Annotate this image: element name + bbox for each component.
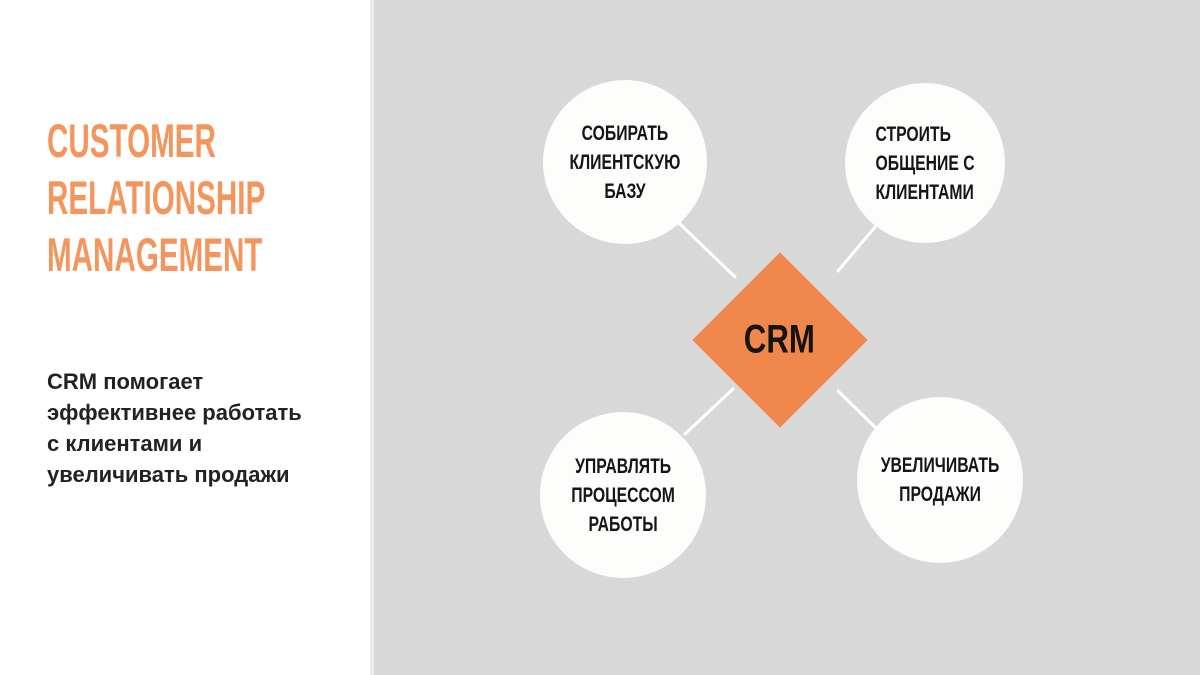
description-text: CRM помогает эффективнее работать с клие… <box>47 366 302 490</box>
description-line: CRM помогает <box>47 369 204 394</box>
crm-center-label: CRM <box>744 317 816 362</box>
title-line: RELATIONSHIP <box>47 171 266 224</box>
node-label: СТРОИТЬ ОБЩЕНИЕ С КЛИЕНТАМИ <box>875 120 974 207</box>
left-panel: CUSTOMER RELATIONSHIP MANAGEMENT CRM пом… <box>0 0 370 675</box>
connector-line-bottom-right <box>836 389 879 431</box>
connector-line-top-right <box>836 225 877 273</box>
node-increase-sales: УВЕЛИЧИВАТЬ ПРОДАЖИ <box>857 397 1023 563</box>
page-title: CUSTOMER RELATIONSHIP MANAGEMENT <box>47 112 265 283</box>
node-label-line: ПРОЦЕССОМ <box>571 483 675 507</box>
node-label-line: СТРОИТЬ <box>875 122 951 146</box>
panel-divider <box>370 0 374 675</box>
node-label: УПРАВЛЯТЬ ПРОЦЕССОМ РАБОТЫ <box>571 452 675 539</box>
node-label-line: КЛИЕНТАМИ <box>875 180 974 204</box>
node-collect-client-base: СОБИРАТЬ КЛИЕНТСКУЮ БАЗУ <box>543 80 707 244</box>
title-line: CUSTOMER <box>47 114 216 167</box>
node-label-line: ПРОДАЖИ <box>899 483 981 506</box>
description-line: с клиентами и <box>47 431 203 456</box>
node-label: УВЕЛИЧИВАТЬ ПРОДАЖИ <box>881 451 1000 509</box>
node-label-line: ОБЩЕНИЕ С <box>875 151 975 175</box>
node-manage-workflow: УПРАВЛЯТЬ ПРОЦЕССОМ РАБОТЫ <box>540 412 706 578</box>
description-line: эффективнее работать <box>47 400 302 425</box>
connector-line-bottom-left <box>683 387 735 436</box>
title-line: MANAGEMENT <box>47 228 263 281</box>
node-label-line: КЛИЕНТСКУЮ <box>569 150 681 174</box>
node-label-line: РАБОТЫ <box>588 512 658 536</box>
node-label-line: СОБИРАТЬ <box>581 121 669 145</box>
node-label-line: УПРАВЛЯТЬ <box>575 454 671 478</box>
node-label-line: БАЗУ <box>604 179 646 203</box>
description-line: увеличивать продажи <box>47 462 290 487</box>
node-label-line: УВЕЛИЧИВАТЬ <box>880 454 1000 477</box>
node-label: СОБИРАТЬ КЛИЕНТСКУЮ БАЗУ <box>570 119 681 206</box>
node-build-communication: СТРОИТЬ ОБЩЕНИЕ С КЛИЕНТАМИ <box>845 83 1005 243</box>
connector-line-top-left <box>677 221 737 279</box>
